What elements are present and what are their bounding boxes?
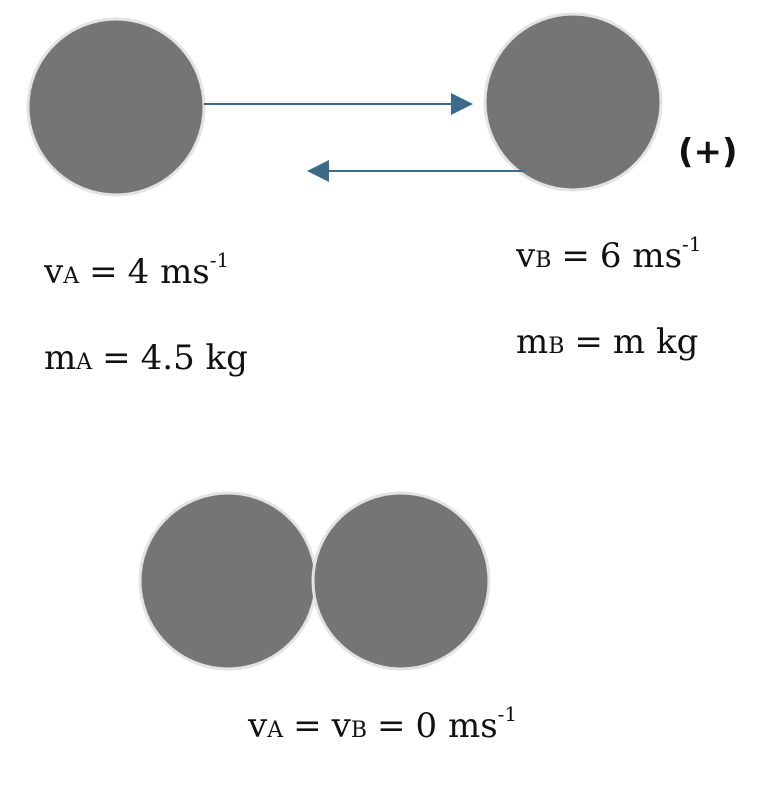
velocity-b-symbol: v [516, 236, 536, 276]
equals-sign: = [293, 706, 322, 746]
velocity-a-exponent: -1 [209, 247, 230, 272]
equals-sign: = [377, 706, 406, 746]
equals-sign: = [574, 322, 603, 362]
velocity-a-label: vA =4 ms-1 [44, 250, 229, 292]
positive-direction-label: (+) [678, 132, 738, 172]
ball-b-after [311, 491, 491, 671]
final-velocity-b-subscript: B [350, 718, 367, 743]
final-velocity-b-symbol: v [331, 706, 351, 746]
mass-a-label: mA =4.5 kg [44, 338, 248, 378]
final-velocity-value: 0 [415, 706, 438, 746]
equals-sign: = [561, 236, 590, 276]
final-velocity-a-symbol: v [248, 706, 268, 746]
velocity-a-subscript: A [63, 264, 80, 289]
final-velocity-a-subscript: A [267, 718, 284, 743]
mass-a-subscript: A [76, 350, 93, 375]
ball-b [483, 12, 663, 192]
velocity-arrow-a-head [451, 93, 473, 115]
mass-b-label: mB =m kg [516, 322, 698, 362]
velocity-a-unit: ms [160, 252, 210, 292]
equals-sign: = [102, 338, 131, 378]
velocity-b-exponent: -1 [682, 231, 702, 256]
velocity-b-subscript: B [535, 248, 552, 273]
velocity-b-unit: ms [632, 236, 683, 276]
mass-a-symbol: m [44, 338, 77, 378]
velocity-b-value: 6 [599, 236, 622, 276]
equals-sign: = [89, 252, 118, 292]
mass-b-value: m kg [612, 322, 699, 362]
ball-a [26, 17, 206, 197]
mass-a-value: 4.5 kg [140, 338, 248, 378]
velocity-a-symbol: v [44, 252, 64, 292]
ball-a-after [138, 491, 318, 671]
final-velocity-label: vA=vB=0 ms-1 [248, 704, 517, 746]
velocity-arrow-b-head [307, 160, 329, 182]
mass-b-subscript: B [548, 334, 565, 359]
final-velocity-exponent: -1 [497, 701, 518, 726]
final-velocity-unit: ms [447, 706, 498, 746]
velocity-b-label: vB =6 ms-1 [516, 234, 702, 276]
mass-b-symbol: m [516, 322, 549, 362]
velocity-a-value: 4 [127, 252, 150, 292]
